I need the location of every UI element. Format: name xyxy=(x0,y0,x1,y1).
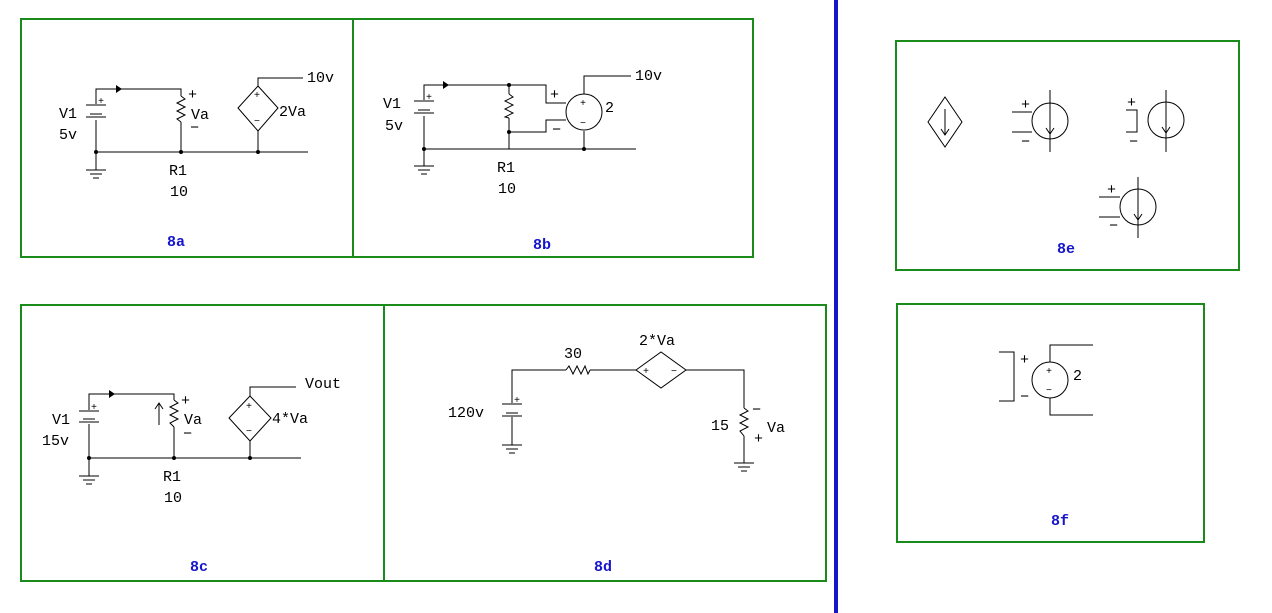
r1-name: R1 xyxy=(169,163,187,180)
va-label: Va xyxy=(191,107,209,124)
svg-text:−: − xyxy=(752,402,761,419)
svg-text:−: − xyxy=(1046,386,1052,397)
svg-text:+: + xyxy=(91,403,97,414)
v1-value: 5v xyxy=(59,127,77,144)
current-arrow xyxy=(116,85,122,93)
svg-text:−: − xyxy=(1129,134,1138,151)
output-label: Vout xyxy=(305,376,341,393)
v1-name: V1 xyxy=(383,96,401,113)
caption-8f: 8f xyxy=(1051,513,1069,530)
svg-text:+: + xyxy=(580,99,586,110)
svg-text:+: + xyxy=(181,393,190,410)
svg-text:−: − xyxy=(183,426,192,443)
svg-text:+: + xyxy=(1107,182,1116,199)
frame-8f xyxy=(896,303,1205,543)
r1-value: 10 xyxy=(164,490,182,507)
caption-8a: 8a xyxy=(167,234,185,251)
battery-source: + xyxy=(502,396,522,417)
svg-text:+: + xyxy=(98,97,104,108)
vccs-symbol: + − xyxy=(1099,177,1157,238)
dependent-voltage-source xyxy=(237,85,279,132)
battery-v1: + xyxy=(86,97,106,118)
svg-text:+: + xyxy=(246,402,252,413)
gain-label: 2Va xyxy=(279,104,306,121)
svg-text:−: − xyxy=(552,122,561,139)
v1-value: 5v xyxy=(385,118,403,135)
svg-text:−: − xyxy=(190,120,199,137)
circuit-8a: + + − V1 5v + Va − R1 10 2Va 10v 8a xyxy=(59,70,334,251)
v1-name: V1 xyxy=(52,412,70,429)
vcvs-source xyxy=(565,93,603,131)
svg-text:+: + xyxy=(754,431,763,448)
r1-value: 10 xyxy=(170,184,188,201)
svg-text:+: + xyxy=(1046,367,1052,378)
caption-8b: 8b xyxy=(533,237,551,254)
resistor-15 xyxy=(738,407,750,437)
r1-value: 10 xyxy=(498,181,516,198)
svg-text:+: + xyxy=(1127,95,1136,112)
gain-label: 2 xyxy=(1073,368,1082,385)
frame-8c xyxy=(20,304,385,582)
v1-name: V1 xyxy=(59,106,77,123)
va-label: Va xyxy=(767,420,785,437)
resistor-r1 xyxy=(175,95,187,123)
r1-name: R1 xyxy=(497,160,515,177)
current-arrow xyxy=(154,402,164,425)
svg-text:+: + xyxy=(1020,352,1029,369)
svg-text:+: + xyxy=(188,87,197,104)
svg-text:−: − xyxy=(254,117,260,128)
dep-source-label: 2*Va xyxy=(639,333,675,350)
gain-label: 2 xyxy=(605,100,614,117)
output-label: 10v xyxy=(307,70,334,87)
va-label: Va xyxy=(184,412,202,429)
svg-text:−: − xyxy=(1020,389,1029,406)
ccvs-control-symbol: + − xyxy=(1126,90,1185,152)
svg-text:+: + xyxy=(643,367,649,378)
frame-8b xyxy=(352,18,754,258)
r15-value: 15 xyxy=(711,418,729,435)
frame-8e xyxy=(895,40,1240,271)
resistor-r1 xyxy=(168,399,180,428)
dependent-voltage-source xyxy=(635,351,687,389)
svg-text:+: + xyxy=(1021,97,1030,114)
battery-v1: + xyxy=(414,93,434,114)
v1-value: 15v xyxy=(42,433,69,450)
cccs-symbol: + − xyxy=(1012,90,1069,152)
circuit-8b: + + − + − V1 5v R1 10 2 10v 8b xyxy=(383,68,662,254)
dependent-current-source-symbol xyxy=(927,96,963,148)
ground-symbol xyxy=(414,165,434,175)
ground-symbol xyxy=(502,444,522,454)
gain-label: 4*Va xyxy=(272,411,308,428)
svg-text:+: + xyxy=(514,396,520,407)
circuit-8c: + + − V1 15v + Va − R1 10 4*Va Vout 8c xyxy=(42,376,341,576)
svg-text:−: − xyxy=(1109,218,1118,235)
svg-text:−: − xyxy=(671,367,677,378)
caption-8d: 8d xyxy=(594,559,612,576)
svg-text:−: − xyxy=(1021,134,1030,151)
svg-text:−: − xyxy=(246,427,252,438)
ground-symbol xyxy=(734,462,754,472)
r30-value: 30 xyxy=(564,346,582,363)
symbols-8e: + − + − + − 8e xyxy=(927,90,1185,258)
source-value: 120v xyxy=(448,405,484,422)
symbol-8f: + − + − 2 8f xyxy=(999,344,1093,530)
circuit-8d: + + − 120v 30 2*Va 15 − Va + 8d xyxy=(448,333,785,576)
caption-8e: 8e xyxy=(1057,241,1075,258)
r1-name: R1 xyxy=(163,469,181,486)
ground-symbol xyxy=(79,475,99,485)
caption-8c: 8c xyxy=(190,559,208,576)
resistor-r1 xyxy=(503,93,515,119)
resistor-30 xyxy=(565,364,591,376)
dependent-voltage-source xyxy=(228,395,272,442)
output-label: 10v xyxy=(635,68,662,85)
ground-symbol xyxy=(86,169,106,179)
svg-text:+: + xyxy=(254,91,260,102)
svg-text:+: + xyxy=(426,93,432,104)
svg-text:−: − xyxy=(580,119,586,130)
svg-text:+: + xyxy=(550,87,559,104)
battery-v1: + xyxy=(79,403,99,423)
frame-8d xyxy=(383,304,827,582)
